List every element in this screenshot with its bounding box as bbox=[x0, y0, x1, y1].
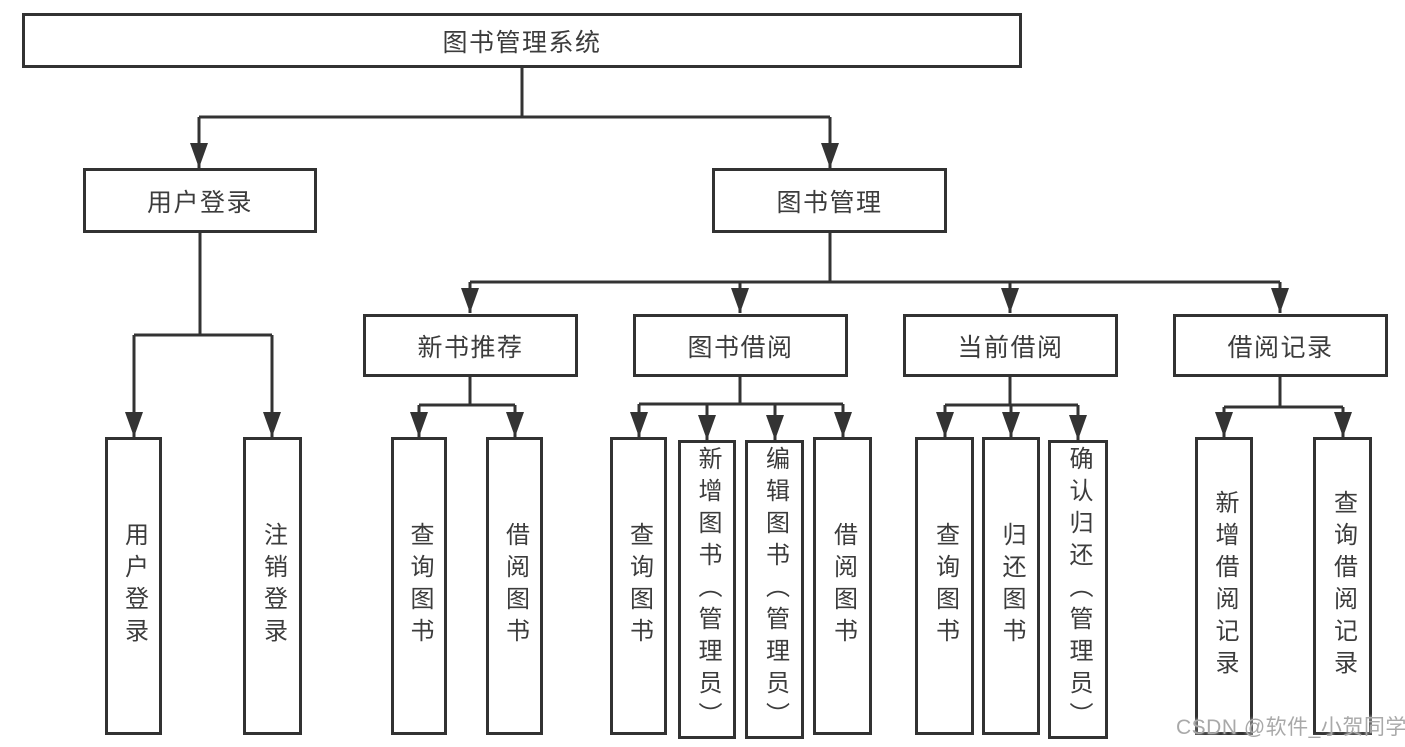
leaf-label: 新增借阅记录 bbox=[1211, 490, 1238, 682]
node-borrow-records: 借阅记录 bbox=[1173, 314, 1388, 377]
leaf-borrow-books-borrowing: 借阅图书 bbox=[813, 437, 872, 735]
node-label: 图书管理系统 bbox=[442, 28, 602, 57]
arrowhead-down-icon bbox=[698, 415, 716, 440]
leaf-query-borrow-record: 查询借阅记录 bbox=[1313, 437, 1372, 735]
leaf-query-books-borrowing: 查询图书 bbox=[610, 437, 667, 735]
leaf-label: 查询图书 bbox=[931, 522, 959, 650]
csdn-watermark: CSDN @软件_小贺同学 bbox=[1176, 716, 1405, 739]
arrowhead-down-icon bbox=[821, 143, 839, 168]
connector-recommend-to-leaves bbox=[417, 377, 517, 437]
arrowhead-down-icon bbox=[1271, 288, 1289, 313]
arrowhead-down-icon bbox=[936, 412, 954, 437]
leaf-label: 用户登录 bbox=[120, 522, 148, 650]
leaf-label: 借阅图书 bbox=[501, 522, 529, 650]
leaf-label: 编辑图书（管理员） bbox=[761, 445, 789, 734]
arrowhead-down-icon bbox=[125, 412, 143, 437]
leaf-add-book-admin: 新增图书（管理员） bbox=[678, 440, 736, 739]
arrowhead-down-icon bbox=[1215, 412, 1233, 437]
leaf-label: 查询图书 bbox=[625, 522, 653, 650]
arrowhead-down-icon bbox=[190, 143, 208, 168]
leaf-label: 借阅图书 bbox=[829, 522, 857, 650]
leaf-query-books-current: 查询图书 bbox=[915, 437, 974, 735]
connector-root-to-level2 bbox=[197, 67, 832, 168]
leaf-logout-login: 注销登录 bbox=[243, 437, 302, 735]
arrowhead-down-icon bbox=[461, 288, 479, 313]
arrowhead-down-icon bbox=[1069, 415, 1087, 440]
arrowhead-down-icon bbox=[1334, 412, 1352, 437]
leaf-add-borrow-record: 新增借阅记录 bbox=[1195, 437, 1253, 735]
node-label: 借阅记录 bbox=[1227, 333, 1334, 362]
leaf-label: 查询借阅记录 bbox=[1329, 490, 1357, 682]
arrowhead-down-icon bbox=[834, 412, 852, 437]
leaf-label: 查询图书 bbox=[406, 522, 433, 650]
leaf-user-login: 用户登录 bbox=[105, 437, 162, 735]
leaf-borrow-books-recommend: 借阅图书 bbox=[486, 437, 543, 735]
leaf-edit-book-admin: 编辑图书（管理员） bbox=[745, 440, 804, 739]
arrowhead-down-icon bbox=[506, 412, 524, 437]
leaf-label: 注销登录 bbox=[259, 522, 287, 650]
arrowhead-down-icon bbox=[1002, 412, 1020, 437]
leaf-query-books-recommend: 查询图书 bbox=[391, 437, 447, 735]
node-book-borrowing: 图书借阅 bbox=[633, 314, 848, 377]
connector-records-to-leaves bbox=[1222, 377, 1345, 437]
leaf-label: 新增图书（管理员） bbox=[694, 445, 721, 734]
node-current-borrowing: 当前借阅 bbox=[903, 314, 1118, 377]
node-book-management: 图书管理 bbox=[712, 168, 947, 233]
connector-login-to-leaves bbox=[132, 232, 274, 437]
arrowhead-down-icon bbox=[630, 412, 648, 437]
arrowhead-down-icon bbox=[263, 412, 281, 437]
node-library-system: 图书管理系统 bbox=[22, 13, 1022, 68]
arrowhead-down-icon bbox=[731, 288, 749, 313]
node-label: 图书管理 bbox=[776, 188, 883, 217]
arrowhead-down-icon bbox=[1001, 288, 1019, 313]
leaf-confirm-return-admin: 确认归还（管理员） bbox=[1048, 440, 1108, 739]
connector-borrow-to-leaves bbox=[637, 377, 845, 440]
leaf-return-books: 归还图书 bbox=[982, 437, 1040, 735]
leaf-label: 归还图书 bbox=[998, 522, 1025, 650]
node-user-login: 用户登录 bbox=[83, 168, 317, 233]
arrowhead-down-icon bbox=[410, 412, 428, 437]
node-new-book-recommend: 新书推荐 bbox=[363, 314, 578, 377]
node-label: 新书推荐 bbox=[417, 333, 524, 362]
leaf-label: 确认归还（管理员） bbox=[1065, 445, 1092, 734]
connector-management-to-sections bbox=[468, 233, 1282, 313]
node-label: 当前借阅 bbox=[957, 333, 1064, 362]
node-label: 用户登录 bbox=[146, 188, 253, 217]
arrowhead-down-icon bbox=[766, 415, 784, 440]
node-label: 图书借阅 bbox=[687, 333, 794, 362]
